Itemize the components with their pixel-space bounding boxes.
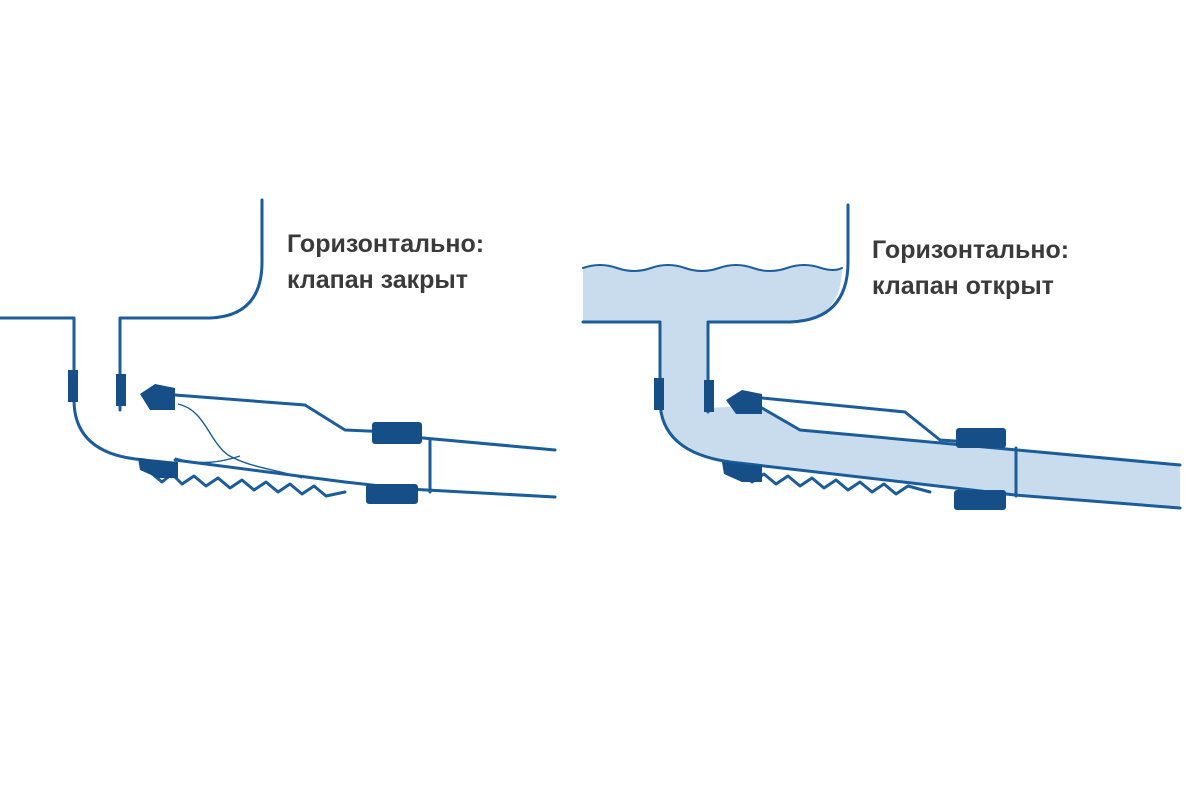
seal-vessel-left-open	[654, 378, 664, 410]
seal-lower-nut	[366, 484, 418, 504]
seal-upper-nut-open	[956, 428, 1006, 448]
housing-lower-wall	[173, 458, 392, 489]
vessel-outline-right	[118, 198, 264, 412]
seal-lower-nut-open	[954, 490, 1006, 510]
membrane-open	[760, 406, 1182, 467]
seal-upper-nut	[372, 422, 422, 444]
seal-lower-ring	[138, 458, 178, 478]
seal-vessel-left	[68, 370, 78, 402]
membrane-closed	[177, 403, 303, 479]
label-valve-closed: Горизонтально: клапан закрыт	[287, 226, 484, 298]
membrane-closed-lower	[174, 455, 241, 464]
panel-valve-closed	[0, 198, 557, 504]
water-flow	[583, 265, 1180, 508]
panel-valve-open	[581, 203, 1182, 510]
seal-upper-ring	[140, 384, 175, 410]
thread-teeth-open	[738, 470, 932, 496]
label-valve-open: Горизонтально: клапан открыт	[872, 232, 1069, 304]
label-closed-line1: Горизонтально:	[287, 230, 485, 258]
thread-teeth	[148, 470, 347, 498]
label-closed-line2: клапан закрыт	[287, 266, 469, 294]
vessel-outline-right-open	[706, 203, 850, 414]
label-open-line2: клапан открыт	[872, 272, 1054, 300]
housing-upper-wall	[173, 393, 392, 434]
label-open-line1: Горизонтально:	[872, 236, 1070, 264]
seal-lower-ring-open	[722, 462, 762, 482]
seal-upper-ring-open	[726, 390, 762, 414]
water-surface	[582, 264, 843, 272]
seal-vessel-right	[116, 374, 126, 406]
seal-vessel-right-open	[704, 380, 714, 412]
